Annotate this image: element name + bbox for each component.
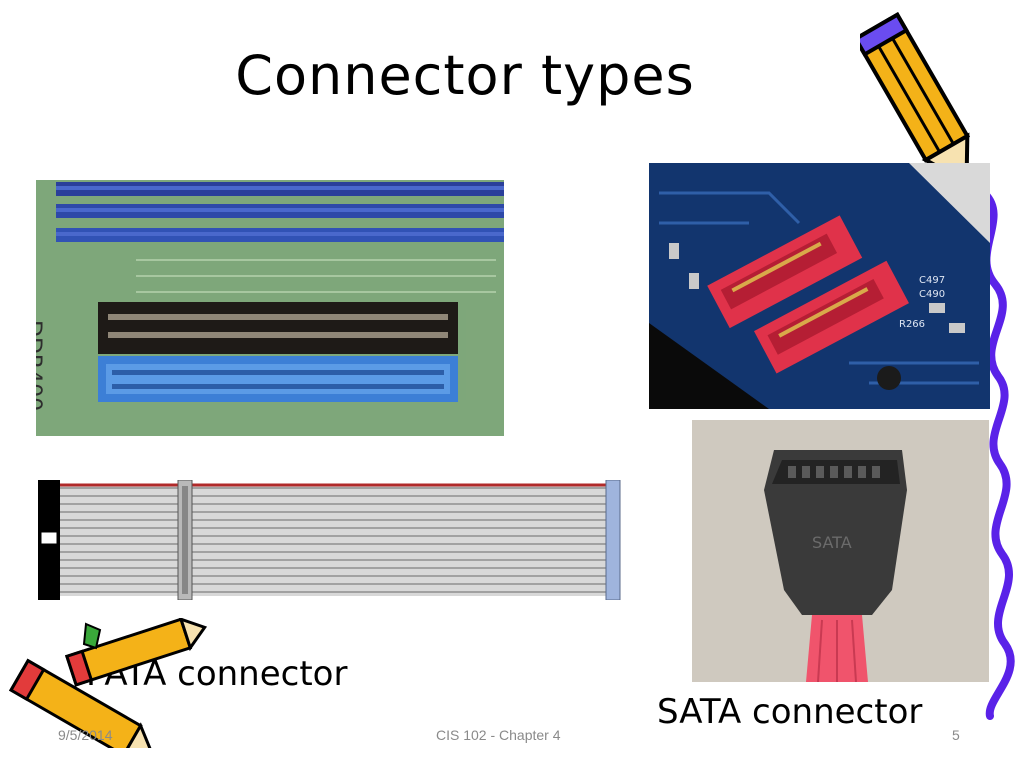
sata-ports-photo: C497 C490 R266 <box>649 163 990 409</box>
footer-date: 9/5/2014 <box>58 727 113 743</box>
slide-title: Connector types <box>235 44 695 107</box>
sata-plug-photo: SATA <box>692 420 989 682</box>
motherboard-ide-photo: DDR400 <box>36 180 504 436</box>
sata-caption: SATA connector <box>657 692 923 732</box>
footer-course: CIS 102 - Chapter 4 <box>436 727 561 743</box>
component-label: C497 <box>919 275 945 286</box>
component-label: R266 <box>899 319 925 330</box>
pata-ribbon-cable <box>38 480 621 600</box>
ram-label: DDR400 <box>36 320 45 411</box>
component-label: C490 <box>919 289 945 300</box>
pencils-crossed-icon <box>8 618 208 748</box>
sata-label: SATA <box>812 533 852 552</box>
footer-page-number: 5 <box>952 727 960 743</box>
